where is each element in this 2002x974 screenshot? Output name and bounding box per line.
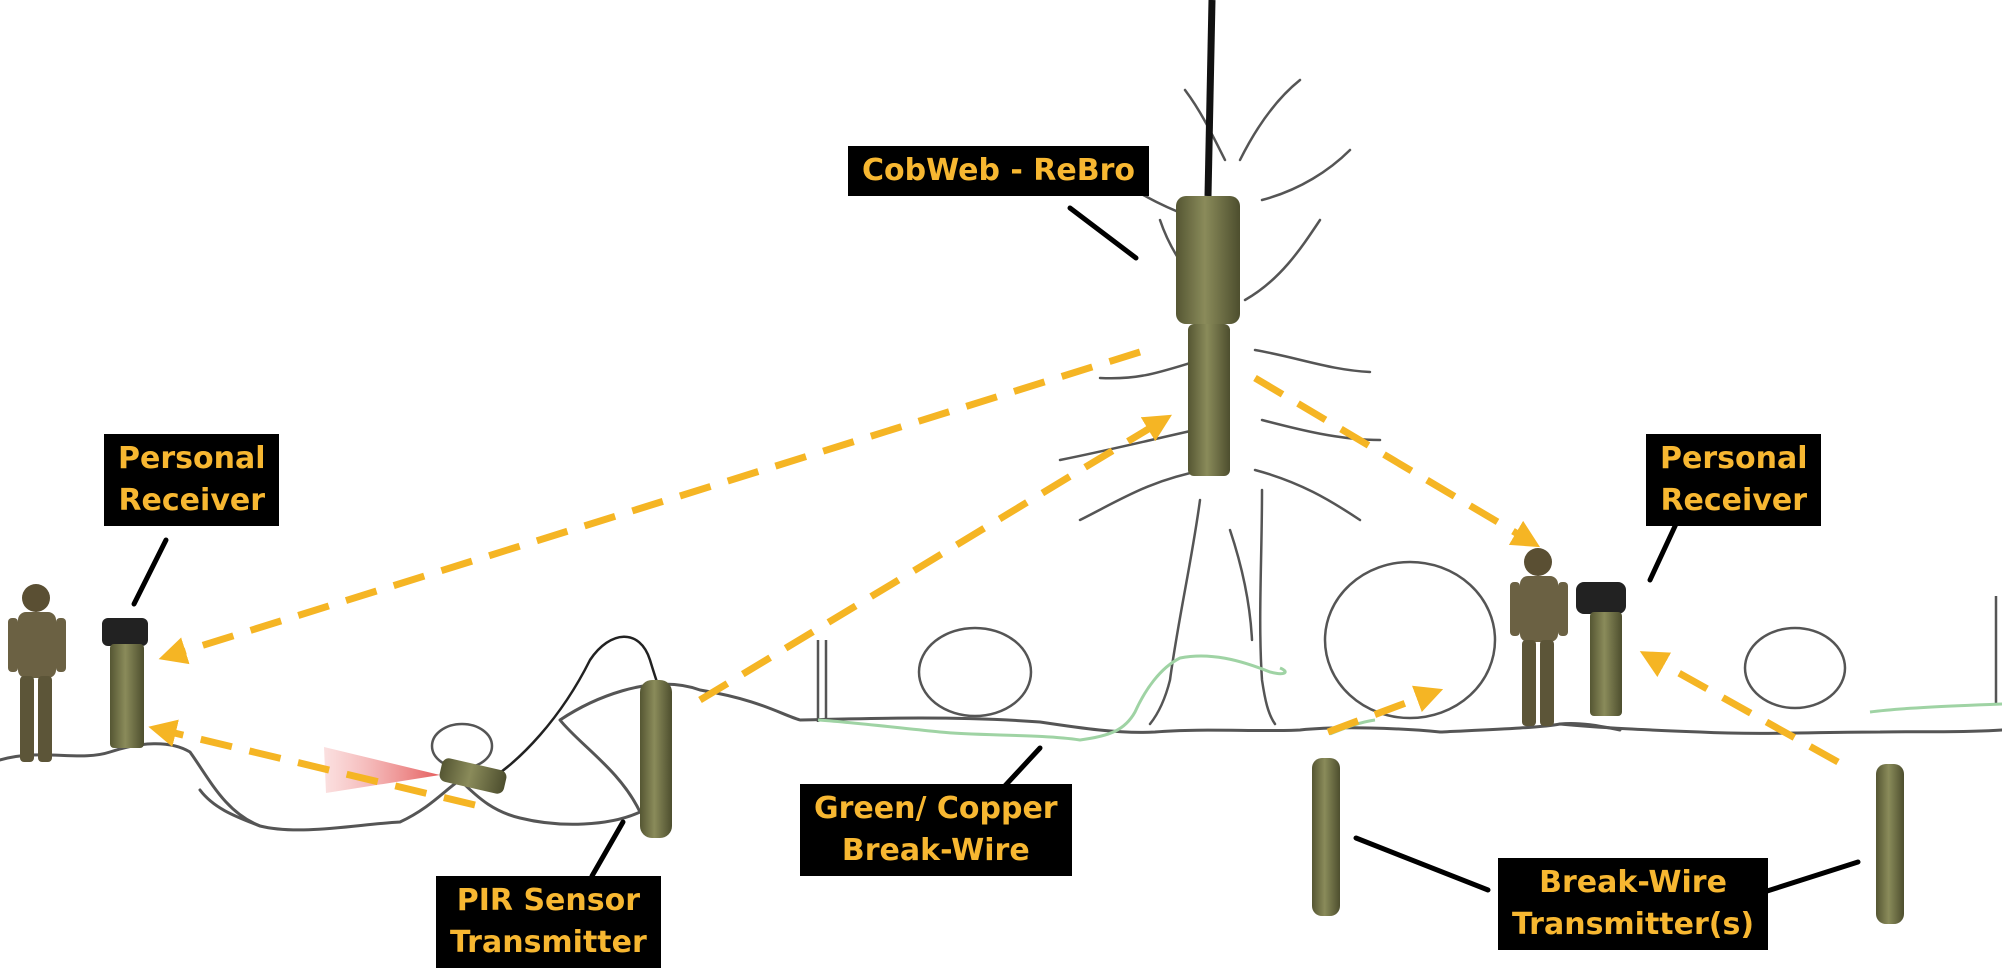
label-personal-receiver-left: Personal Receiver [104, 434, 280, 526]
label-line-2: Receiver [118, 483, 266, 518]
label-line-2: Break-Wire [841, 833, 1030, 868]
soldier-left [8, 584, 66, 762]
label-pir-sensor-transmitter: PIR Sensor Transmitter [436, 876, 661, 968]
soldier-right [1510, 548, 1568, 726]
arrow-pir-to-left-receiver [148, 719, 476, 809]
label-cobweb-text: CobWeb - ReBro [862, 153, 1136, 188]
label-cobweb-rebro: CobWeb - ReBro [848, 146, 1150, 196]
label-personal-receiver-right: Personal Receiver [1646, 434, 1822, 526]
soldier-figures [8, 548, 1568, 762]
arrow-rebro-to-right-receiver [1253, 374, 1541, 548]
label-line-1: Green/ Copper [814, 791, 1058, 826]
personal-receivers [102, 582, 1626, 748]
label-line-2: Transmitter(s) [1512, 907, 1755, 942]
label-break-wire-transmitters: Break-Wire Transmitter(s) [1498, 858, 1769, 950]
arrow-breakwire-tx-to-bush [1326, 685, 1444, 736]
rebro-relay-device [1176, 0, 1240, 476]
arrow-pir-to-rebro [698, 414, 1172, 703]
break-wire-transmitters [1312, 758, 1904, 924]
arrow-far-tx-to-right-receiver [1639, 651, 1840, 766]
label-line-1: Break-Wire [1539, 865, 1727, 900]
label-line-1: PIR Sensor [456, 883, 641, 918]
label-line-2: Receiver [1660, 483, 1808, 518]
pir-sensor-device [439, 635, 672, 838]
label-break-wire: Green/ Copper Break-Wire [800, 784, 1072, 876]
label-line-1: Personal [1660, 441, 1808, 476]
break-wire-line [817, 654, 2002, 742]
signal-arrows [148, 348, 1840, 809]
label-line-2: Transmitter [450, 925, 647, 960]
terrain-sketch [0, 682, 2002, 832]
pir-beam [324, 747, 440, 793]
arrow-rebro-to-left-receiver [158, 348, 1142, 665]
label-line-1: Personal [118, 441, 266, 476]
